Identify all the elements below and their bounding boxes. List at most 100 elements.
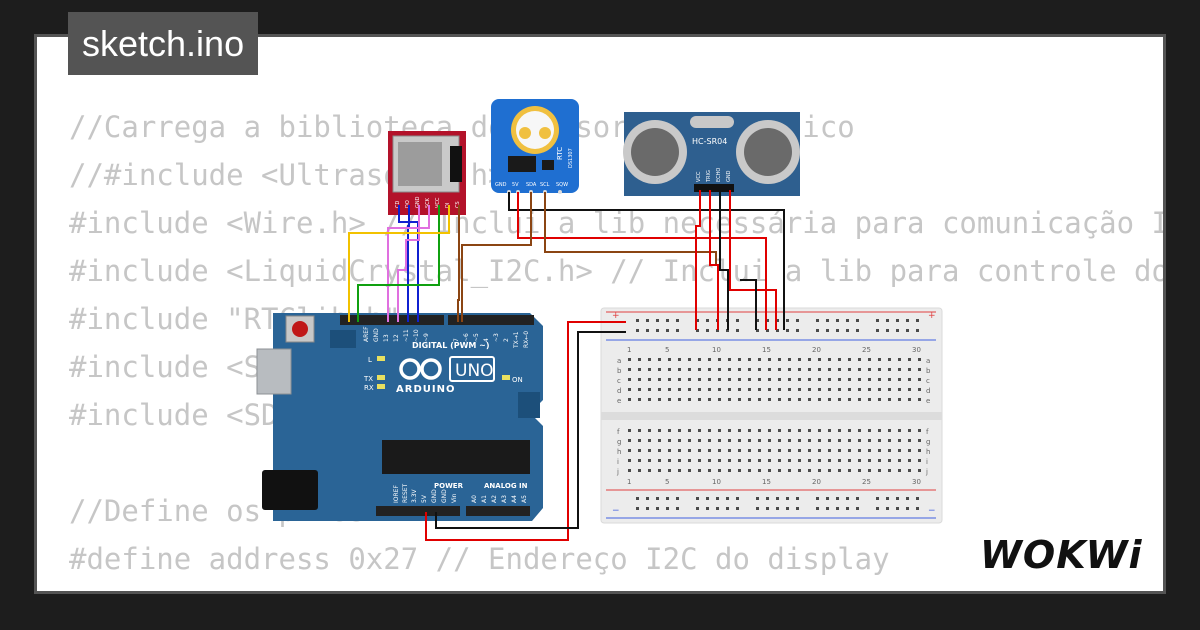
bb-hole[interactable]	[818, 358, 821, 361]
bb-hole[interactable]	[858, 368, 861, 371]
bb-hole[interactable]	[918, 469, 921, 472]
bb-hole[interactable]	[848, 388, 851, 391]
bb-hole[interactable]	[628, 378, 631, 381]
bb-hole[interactable]	[668, 459, 671, 462]
bb-hole[interactable]	[878, 449, 881, 452]
bb-hole[interactable]	[696, 329, 699, 332]
bb-hole[interactable]	[796, 329, 799, 332]
bb-hole[interactable]	[786, 497, 789, 500]
bb-hole[interactable]	[798, 429, 801, 432]
bb-hole[interactable]	[888, 439, 891, 442]
bb-hole[interactable]	[858, 358, 861, 361]
bb-hole[interactable]	[678, 429, 681, 432]
bb-hole[interactable]	[808, 378, 811, 381]
bb-hole[interactable]	[898, 469, 901, 472]
bb-hole[interactable]	[628, 469, 631, 472]
wire-sd-cd[interactable]	[457, 205, 460, 322]
bb-hole[interactable]	[638, 439, 641, 442]
bb-hole[interactable]	[886, 507, 889, 510]
bb-hole[interactable]	[808, 398, 811, 401]
bb-hole[interactable]	[698, 388, 701, 391]
bb-hole[interactable]	[878, 358, 881, 361]
bb-hole[interactable]	[718, 469, 721, 472]
bb-hole[interactable]	[908, 449, 911, 452]
bb-hole[interactable]	[788, 378, 791, 381]
bb-hole[interactable]	[818, 459, 821, 462]
bb-hole[interactable]	[696, 507, 699, 510]
bb-hole[interactable]	[838, 388, 841, 391]
bb-hole[interactable]	[776, 497, 779, 500]
bb-hole[interactable]	[798, 368, 801, 371]
bb-hole[interactable]	[798, 388, 801, 391]
bb-hole[interactable]	[906, 329, 909, 332]
bb-hole[interactable]	[838, 368, 841, 371]
bb-hole[interactable]	[838, 469, 841, 472]
bb-hole[interactable]	[758, 358, 761, 361]
bb-hole[interactable]	[698, 429, 701, 432]
bb-hole[interactable]	[888, 469, 891, 472]
bb-hole[interactable]	[838, 429, 841, 432]
bb-hole[interactable]	[766, 319, 769, 322]
bb-hole[interactable]	[718, 439, 721, 442]
bb-hole[interactable]	[678, 378, 681, 381]
bb-hole[interactable]	[908, 368, 911, 371]
bb-hole[interactable]	[666, 497, 669, 500]
bb-hole[interactable]	[656, 319, 659, 322]
bb-hole[interactable]	[726, 329, 729, 332]
bb-hole[interactable]	[676, 507, 679, 510]
bb-hole[interactable]	[758, 368, 761, 371]
bb-hole[interactable]	[648, 368, 651, 371]
bb-hole[interactable]	[738, 368, 741, 371]
bb-hole[interactable]	[666, 507, 669, 510]
bb-hole[interactable]	[858, 388, 861, 391]
bb-hole[interactable]	[688, 459, 691, 462]
bb-hole[interactable]	[738, 439, 741, 442]
bb-hole[interactable]	[748, 469, 751, 472]
bb-hole[interactable]	[798, 378, 801, 381]
bb-hole[interactable]	[638, 388, 641, 391]
bb-hole[interactable]	[708, 429, 711, 432]
bb-hole[interactable]	[828, 469, 831, 472]
bb-hole[interactable]	[906, 507, 909, 510]
bb-hole[interactable]	[638, 368, 641, 371]
bb-hole[interactable]	[738, 378, 741, 381]
bb-hole[interactable]	[896, 507, 899, 510]
bb-hole[interactable]	[756, 319, 759, 322]
bb-hole[interactable]	[648, 378, 651, 381]
bb-hole[interactable]	[868, 388, 871, 391]
wire-hcsr04-gnd[interactable]	[729, 190, 777, 330]
wire-hcsr04-trig[interactable]	[709, 190, 719, 330]
bb-hole[interactable]	[736, 497, 739, 500]
bb-hole[interactable]	[638, 429, 641, 432]
bb-hole[interactable]	[658, 439, 661, 442]
bb-hole[interactable]	[826, 329, 829, 332]
bb-hole[interactable]	[648, 439, 651, 442]
bb-hole[interactable]	[876, 319, 879, 322]
bb-hole[interactable]	[846, 497, 849, 500]
bb-hole[interactable]	[786, 329, 789, 332]
breadboard[interactable]: 1 5 10 15 20 25 30 1 5 10 15 20 25 30 a …	[600, 307, 943, 524]
bb-hole[interactable]	[698, 398, 701, 401]
bb-hole[interactable]	[788, 439, 791, 442]
bb-hole[interactable]	[848, 459, 851, 462]
bb-hole[interactable]	[668, 368, 671, 371]
bb-hole[interactable]	[728, 469, 731, 472]
bb-hole[interactable]	[798, 469, 801, 472]
bb-hole[interactable]	[658, 388, 661, 391]
bb-hole[interactable]	[728, 358, 731, 361]
bb-hole[interactable]	[908, 358, 911, 361]
bb-hole[interactable]	[758, 398, 761, 401]
bb-hole[interactable]	[698, 368, 701, 371]
bb-hole[interactable]	[776, 329, 779, 332]
bb-hole[interactable]	[876, 507, 879, 510]
bb-hole[interactable]	[876, 497, 879, 500]
wire-hcsr04-vcc[interactable]	[695, 190, 701, 330]
bb-hole[interactable]	[878, 398, 881, 401]
bb-hole[interactable]	[716, 507, 719, 510]
bb-hole[interactable]	[668, 358, 671, 361]
wire-rtc-scl[interactable]	[544, 192, 717, 265]
bb-hole[interactable]	[856, 329, 859, 332]
bb-hole[interactable]	[718, 358, 721, 361]
bb-hole[interactable]	[918, 429, 921, 432]
bb-hole[interactable]	[638, 378, 641, 381]
